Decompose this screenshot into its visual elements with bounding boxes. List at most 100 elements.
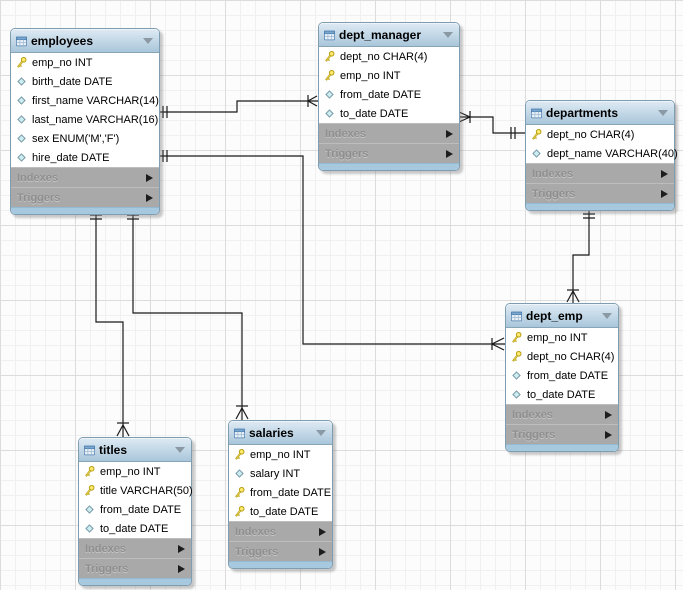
- chevron-down-icon[interactable]: [175, 447, 185, 453]
- arrow-right-icon: [146, 193, 153, 202]
- indexes-label: Indexes: [512, 408, 553, 421]
- column-row-to_date[interactable]: to_date DATE: [319, 104, 459, 123]
- relationship-employees-titles[interactable]: [90, 208, 130, 437]
- key-icon: [234, 505, 245, 518]
- table-header[interactable]: departments: [526, 101, 674, 125]
- key-icon: [511, 350, 522, 363]
- table-employees[interactable]: employees emp_no INT birth_date DATE first…: [10, 28, 160, 215]
- indexes-label: Indexes: [85, 542, 126, 555]
- diamond-icon: [84, 523, 95, 534]
- column-row-dept_no[interactable]: dept_no CHAR(4): [319, 47, 459, 66]
- triggers-row[interactable]: Triggers: [11, 187, 159, 207]
- column-row-hire_date[interactable]: hire_date DATE: [11, 148, 159, 167]
- arrow-right-icon: [446, 129, 453, 138]
- column-row-salary[interactable]: salary INT: [229, 464, 332, 483]
- indexes-row[interactable]: Indexes: [11, 167, 159, 187]
- relationship-employees-salaries[interactable]: [127, 208, 249, 420]
- relationship-employees-dept_manager[interactable]: [158, 95, 318, 118]
- triggers-row[interactable]: Triggers: [319, 143, 459, 163]
- one-ticks: [90, 214, 102, 220]
- column-row-emp_no[interactable]: emp_no INT: [229, 445, 332, 464]
- indexes-row[interactable]: Indexes: [319, 123, 459, 143]
- diamond-icon: [511, 389, 522, 400]
- triggers-row[interactable]: Triggers: [506, 424, 618, 444]
- table-title: employees: [31, 34, 94, 48]
- column-row-first_name[interactable]: first_name VARCHAR(14): [11, 91, 159, 110]
- diamond-icon: [324, 89, 335, 100]
- connection-line: [132, 208, 243, 420]
- column-row-emp_no[interactable]: emp_no INT: [506, 328, 618, 347]
- triggers-row[interactable]: Triggers: [526, 183, 674, 203]
- column-row-last_name[interactable]: last_name VARCHAR(16): [11, 110, 159, 129]
- column-label: from_date DATE: [100, 503, 182, 516]
- column-row-dept_no[interactable]: dept_no CHAR(4): [526, 125, 674, 144]
- diamond-icon: [511, 370, 522, 381]
- table-icon: [531, 107, 542, 120]
- triggers-row[interactable]: Triggers: [229, 541, 332, 561]
- chevron-down-icon[interactable]: [143, 38, 153, 44]
- column-row-emp_no[interactable]: emp_no INT: [11, 53, 159, 72]
- chevron-down-icon[interactable]: [602, 313, 612, 319]
- column-row-birth_date[interactable]: birth_date DATE: [11, 72, 159, 91]
- column-label: to_date DATE: [100, 522, 169, 535]
- triggers-label: Triggers: [512, 428, 556, 441]
- crow-foot-icon: [116, 423, 130, 437]
- table-header[interactable]: dept_manager: [319, 23, 459, 47]
- column-row-to_date[interactable]: to_date DATE: [229, 502, 332, 521]
- column-row-emp_no[interactable]: emp_no INT: [319, 66, 459, 85]
- column-label: to_date DATE: [340, 107, 409, 120]
- indexes-row[interactable]: Indexes: [506, 404, 618, 424]
- table-dept_emp[interactable]: dept_emp emp_no INT dept_no CHAR(4) from_d…: [505, 303, 619, 452]
- indexes-row[interactable]: Indexes: [79, 538, 191, 558]
- column-row-from_date[interactable]: from_date DATE: [319, 85, 459, 104]
- column-row-to_date[interactable]: to_date DATE: [79, 519, 191, 538]
- chevron-down-icon[interactable]: [658, 110, 668, 116]
- diamond-icon: [16, 133, 27, 144]
- relationship-departments-dept_emp[interactable]: [566, 204, 595, 303]
- diamond-icon: [234, 468, 245, 479]
- key-icon: [16, 56, 27, 69]
- triggers-row[interactable]: Triggers: [79, 558, 191, 578]
- table-footer: [229, 561, 332, 568]
- arrow-right-icon: [661, 189, 668, 198]
- connection-line: [572, 204, 590, 303]
- column-row-from_date[interactable]: from_date DATE: [506, 366, 618, 385]
- relationship-departments-dept_manager[interactable]: [458, 111, 525, 139]
- column-label: emp_no INT: [527, 331, 588, 344]
- chevron-down-icon[interactable]: [443, 32, 453, 38]
- one-ticks: [162, 150, 168, 162]
- relationship-employees-dept_emp[interactable]: [158, 150, 505, 351]
- column-row-from_date[interactable]: from_date DATE: [79, 500, 191, 519]
- table-header[interactable]: titles: [79, 438, 191, 462]
- column-row-dept_no[interactable]: dept_no CHAR(4): [506, 347, 618, 366]
- indexes-row[interactable]: Indexes: [229, 521, 332, 541]
- column-row-sex[interactable]: sex ENUM('M','F'): [11, 129, 159, 148]
- table-title: salaries: [249, 426, 294, 440]
- column-label: to_date DATE: [527, 388, 596, 401]
- column-row-dept_name[interactable]: dept_name VARCHAR(40): [526, 144, 678, 163]
- crow-foot-icon: [235, 406, 249, 420]
- column-row-emp_no[interactable]: emp_no INT: [79, 462, 191, 481]
- column-label: dept_no CHAR(4): [527, 350, 615, 363]
- chevron-down-icon[interactable]: [316, 430, 326, 436]
- column-label: first_name VARCHAR(14): [32, 94, 159, 107]
- indexes-row[interactable]: Indexes: [526, 163, 674, 183]
- key-icon: [324, 69, 335, 82]
- column-label: to_date DATE: [250, 505, 319, 518]
- table-departments[interactable]: departments dept_no CHAR(4)dept_name VAR…: [525, 100, 678, 211]
- column-row-from_date[interactable]: from_date DATE: [229, 483, 332, 502]
- diamond-icon: [16, 152, 27, 163]
- table-icon: [511, 310, 522, 323]
- table-header[interactable]: salaries: [229, 421, 332, 445]
- arrow-right-icon: [319, 547, 326, 556]
- column-row-to_date[interactable]: to_date DATE: [506, 385, 618, 404]
- column-label: emp_no INT: [32, 56, 93, 69]
- column-row-title[interactable]: title VARCHAR(50): [79, 481, 193, 500]
- table-header[interactable]: employees: [11, 29, 159, 53]
- table-header[interactable]: dept_emp: [506, 304, 618, 328]
